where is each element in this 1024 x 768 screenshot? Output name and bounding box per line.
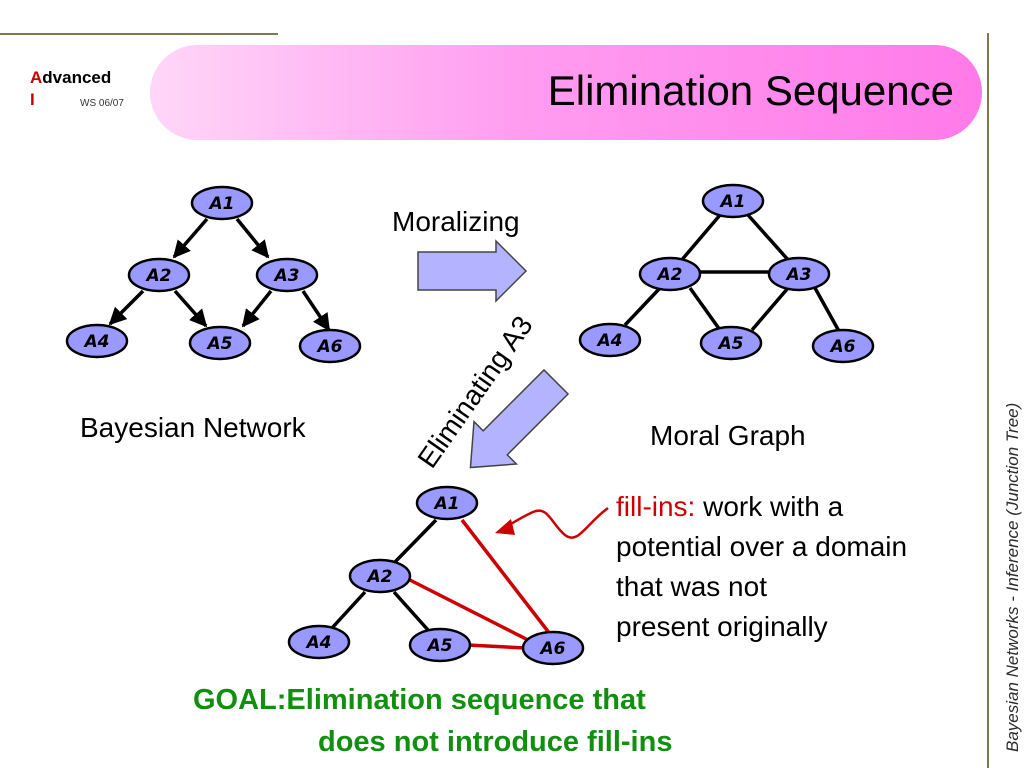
fill-in-pointer <box>495 506 609 539</box>
edge-a3-a5 <box>241 289 273 328</box>
eliminating-arrow <box>469 368 570 469</box>
logo-line1: Advanced <box>30 67 111 89</box>
moral-node-a1: A1 <box>701 183 765 219</box>
bn-node-label: A2 <box>145 266 172 286</box>
elim-node-a1: A1 <box>415 485 479 521</box>
fill-ins-term: fill-ins: <box>616 491 696 522</box>
logo-rest: dvanced <box>42 68 112 87</box>
eliminated-edges <box>330 518 552 650</box>
moral-edge-a2-a4 <box>623 286 662 327</box>
edge-a1-a2 <box>172 217 209 259</box>
moralizing-label: Moralizing <box>392 206 520 237</box>
bn-node-a6: A6 <box>298 328 362 364</box>
note-line1: fill-ins: work with a <box>616 487 988 527</box>
top-rule <box>0 33 278 35</box>
moral-node-label: A6 <box>829 337 856 357</box>
moral-graph-caption: Moral Graph <box>650 420 806 451</box>
elim-node-label: A6 <box>539 639 566 659</box>
elim-node-label: A2 <box>366 567 393 587</box>
fill-in-edge-a5-a6 <box>467 643 526 650</box>
edge-a3-a6 <box>301 290 331 332</box>
edge-a1-a3 <box>235 217 270 259</box>
elim-edge-a2-a5 <box>392 590 430 632</box>
moral-edge-a3-a6 <box>813 287 842 334</box>
note-line3: that was not <box>616 571 767 602</box>
edge-a2-a4 <box>108 289 145 326</box>
bayesian-edges <box>108 217 331 332</box>
elim-node-a2: A2 <box>348 558 412 594</box>
logo-line2: I WS 06/07 <box>30 89 124 111</box>
moral-node-a5: A5 <box>699 325 763 361</box>
moral-edge-a2-a5 <box>688 286 722 332</box>
edge-a2-a5 <box>173 289 208 328</box>
fill-ins-note: fill-ins: work with a potential over a d… <box>616 487 988 647</box>
fill-in-edge-a1-a6 <box>460 518 552 636</box>
bn-node-a3: A3 <box>255 257 319 293</box>
logo-second-letter: I <box>30 90 35 109</box>
elim-node-a4: A4 <box>287 624 351 660</box>
goal-line2: does not introduce fill-ins <box>318 726 673 758</box>
bn-node-label: A4 <box>83 332 110 352</box>
side-footer: Bayesian Networks - Inference (Junction … <box>1003 402 1022 752</box>
elim-node-label: A4 <box>305 633 332 653</box>
bayesian-network-caption: Bayesian Network <box>80 412 306 443</box>
elim-node-label: A1 <box>433 494 460 514</box>
moral-nodes: A1 A2 A3 A4 A5 A6 <box>578 183 875 364</box>
goal-line1: GOAL:Elimination sequence that <box>193 684 646 716</box>
moral-node-a3: A3 <box>767 256 831 292</box>
moral-edge-a3-a5 <box>750 286 790 332</box>
bn-node-label: A1 <box>208 194 235 214</box>
fill-in-pointer-head <box>495 519 515 535</box>
eliminated-nodes: A1 A2 A4 A5 A6 <box>287 485 585 666</box>
bn-node-a2: A2 <box>127 257 191 293</box>
moralizing-arrow <box>417 239 528 303</box>
slide-title: Elimination Sequence <box>547 67 954 114</box>
bn-node-a5: A5 <box>188 325 252 361</box>
bn-node-a1: A1 <box>190 185 254 221</box>
moral-edge-a1-a2 <box>678 213 722 264</box>
note-line2: potential over a domain <box>616 531 908 562</box>
moral-node-a4: A4 <box>578 322 642 358</box>
moral-edge-a1-a3 <box>746 213 792 264</box>
elim-node-a5: A5 <box>408 627 472 663</box>
elim-edge-a1-a2 <box>393 518 438 564</box>
elim-node-a6: A6 <box>521 630 585 666</box>
elim-edge-a2-a4 <box>330 590 367 630</box>
moral-node-a6: A6 <box>811 328 875 364</box>
bn-node-label: A5 <box>206 334 233 354</box>
bn-node-a4: A4 <box>65 323 129 359</box>
moral-node-label: A3 <box>785 265 812 285</box>
right-rule <box>987 33 989 768</box>
logo-initial: A <box>30 68 43 87</box>
moral-node-label: A1 <box>719 192 746 212</box>
course-logo: Advanced I WS 06/07 <box>30 67 124 111</box>
moral-node-label: A5 <box>717 334 744 354</box>
note-line4: present originally <box>616 611 828 642</box>
course-term: WS 06/07 <box>80 98 124 109</box>
bayesian-nodes: A1 A2 A3 A4 A5 A6 <box>65 185 362 364</box>
moral-node-label: A4 <box>596 331 623 351</box>
elim-node-label: A5 <box>426 636 453 656</box>
moral-node-label: A2 <box>656 265 683 285</box>
moral-edges <box>623 213 842 334</box>
bn-node-label: A6 <box>316 337 343 357</box>
note-line1-rest: work with a <box>695 491 844 522</box>
title-bar: Elimination Sequence <box>150 45 982 140</box>
moral-node-a2: A2 <box>638 256 702 292</box>
fill-in-edge-a2-a6 <box>405 576 529 642</box>
bn-node-label: A3 <box>273 266 300 286</box>
fill-in-pointer-curve <box>505 506 609 539</box>
